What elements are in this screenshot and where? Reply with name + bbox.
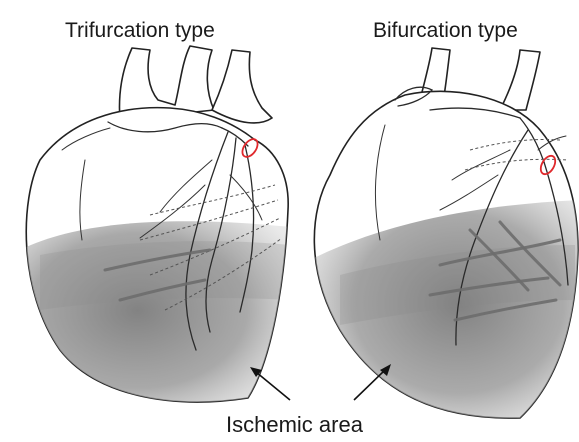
left-ischemic-area — [20, 221, 300, 420]
left-heart — [20, 46, 300, 420]
right-heart — [310, 48, 579, 430]
left-panel-title: Trifurcation type — [65, 19, 215, 42]
right-panel-title: Bifurcation type — [373, 19, 518, 42]
left-pulmonary-trunk — [212, 50, 272, 123]
ischemic-area-caption: Ischemic area — [226, 412, 364, 437]
right-pulmonary-trunk — [500, 50, 540, 110]
